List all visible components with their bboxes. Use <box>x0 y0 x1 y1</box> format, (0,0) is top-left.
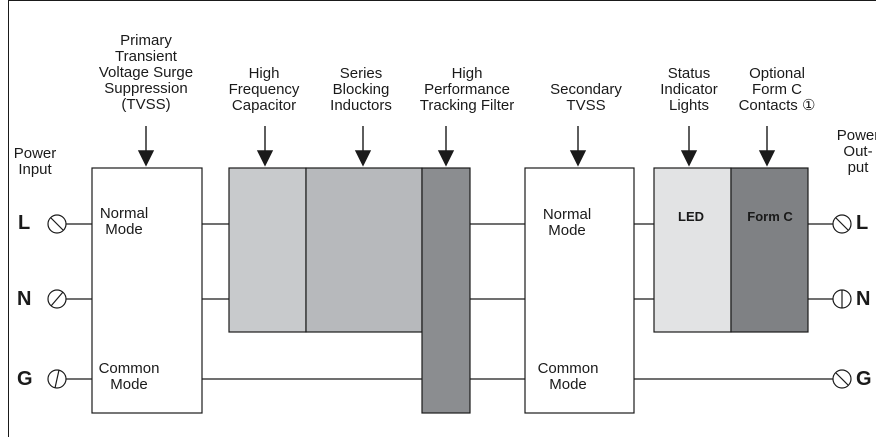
output-terminals <box>832 214 852 389</box>
led-label: LED <box>678 209 704 224</box>
secondary-tvss-box <box>524 167 635 414</box>
form-c-block <box>730 167 809 333</box>
terminal-l-out-label: L <box>856 212 869 234</box>
input-terminals <box>47 214 67 389</box>
arrow-status <box>680 126 698 167</box>
terminal-l-in-label: L <box>18 212 31 234</box>
led-block <box>653 167 732 333</box>
terminal-g-out-icon <box>832 369 852 389</box>
terminal-g-out-label: G <box>856 368 872 390</box>
arrow-primary <box>137 126 155 167</box>
primary-tvss-box <box>91 167 203 414</box>
terminal-g-in-label: G <box>17 368 33 390</box>
terminal-n-in-label: N <box>17 288 32 310</box>
series-blocking-inductors-block <box>305 167 423 333</box>
arrow-secondary <box>569 126 587 167</box>
arrow-filter <box>437 126 455 167</box>
arrows <box>137 126 776 167</box>
wires <box>66 223 833 380</box>
high-frequency-capacitor-block <box>228 167 307 333</box>
arrow-inductors <box>354 126 372 167</box>
terminal-l-in-icon <box>47 214 67 234</box>
terminal-n-out-label: N <box>856 288 871 310</box>
tracking-filter-block <box>421 167 471 414</box>
arrow-form-c <box>758 126 776 167</box>
terminal-n-out-icon <box>832 289 852 309</box>
terminal-l-out-icon <box>832 214 852 234</box>
terminal-g-in-icon <box>47 369 67 389</box>
terminal-n-in-icon <box>47 289 67 309</box>
arrow-capacitor <box>256 126 274 167</box>
form-c-label: Form C <box>747 209 793 224</box>
